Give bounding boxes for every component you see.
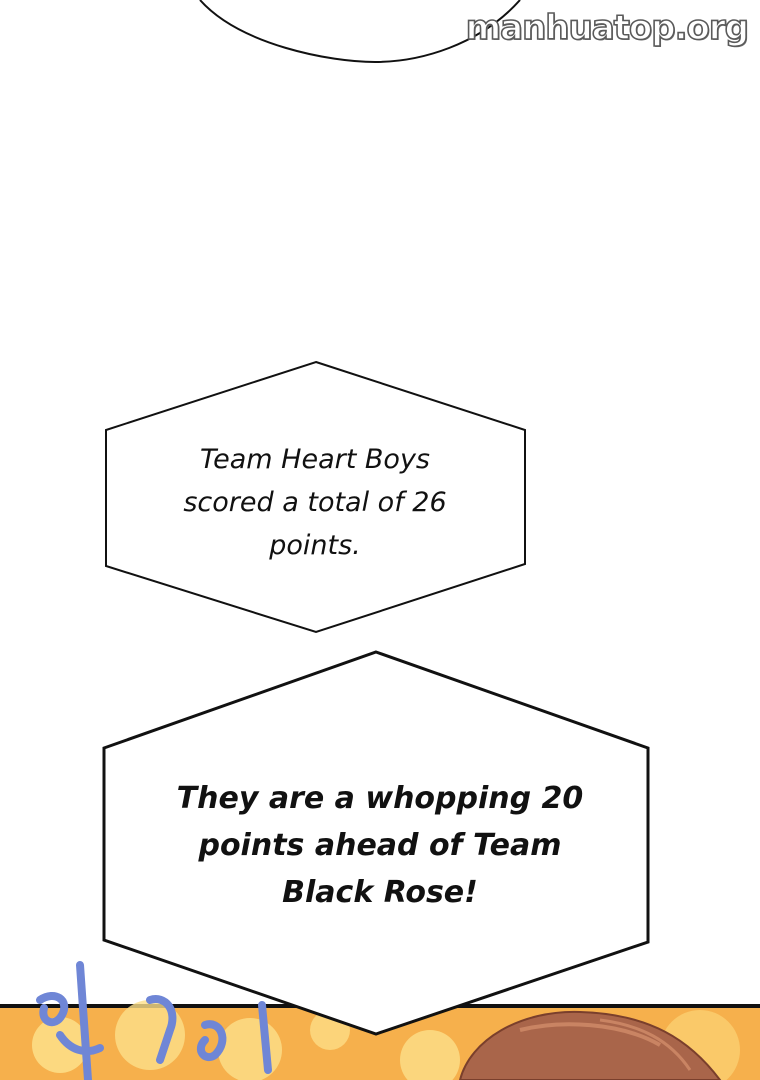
bubble-1-text: Team Heart Boys scored a total of 26 poi… (150, 438, 480, 567)
bubble-1-line: scored a total of 26 (183, 487, 447, 518)
top-bubble-outline (199, 0, 521, 64)
sfx-lettering (36, 961, 272, 1080)
bubble-1-shape (105, 360, 526, 634)
bubble-1-line: Team Heart Boys (199, 444, 430, 475)
bubble-2-line: points ahead of Team (198, 828, 562, 863)
watermark: manhuatop.org (465, 7, 750, 49)
bubble-2-line: They are a whopping 20 (176, 781, 584, 816)
bottom-panel (0, 961, 760, 1080)
bubble-1-line: points. (269, 530, 361, 561)
bubble-2-shape (102, 650, 650, 1036)
bubble-2-text: They are a whopping 20 points ahead of T… (160, 775, 600, 916)
bubble-2-line: Black Rose! (282, 875, 478, 910)
